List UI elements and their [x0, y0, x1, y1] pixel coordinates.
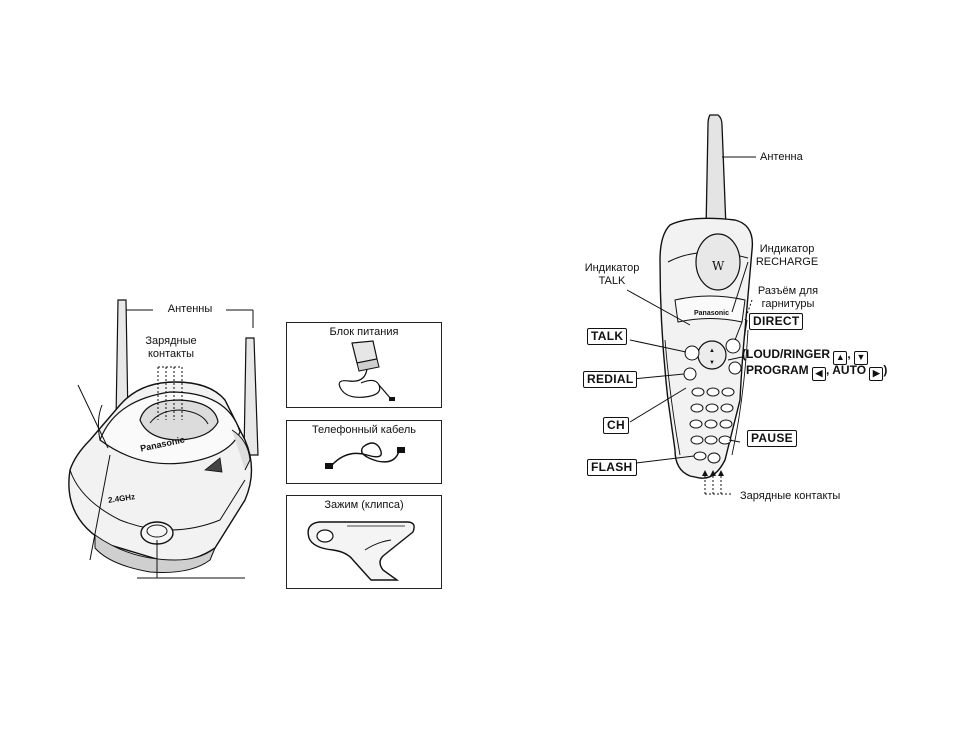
right-arrow-icon: ▶: [869, 367, 883, 381]
pause-key-label: PAUSE: [747, 430, 797, 447]
ch-key-label: CH: [603, 417, 629, 434]
program-text: PROGRAM: [746, 363, 809, 377]
program-auto-keys-label: PROGRAM ◀, AUTO ▶): [746, 364, 887, 381]
svg-text:▲: ▲: [709, 348, 715, 354]
svg-text:▼: ▼: [709, 360, 715, 366]
svg-text:W: W: [712, 259, 725, 273]
flash-key-label: FLASH: [587, 459, 637, 476]
recharge-indicator-label: Индикатор RECHARGE: [742, 243, 832, 269]
talk-indicator-label: Индикатор TALK: [576, 262, 648, 288]
loud-ringer-text: (LOUD/RINGER: [742, 347, 830, 361]
auto-text: AUTO: [832, 363, 866, 377]
handset-brand-logo: Panasonic: [694, 307, 729, 320]
redial-key-label: REDIAL: [583, 371, 637, 388]
direct-key-label: DIRECT: [749, 313, 803, 330]
handset-charge-contacts-label: Зарядные контакты: [740, 490, 840, 503]
left-arrow-icon: ◀: [812, 367, 826, 381]
handset-antenna: [706, 115, 726, 230]
handset-antenna-label: Антенна: [760, 151, 803, 164]
headset-jack-label: Разъём для гарнитуры: [748, 285, 828, 311]
talk-key-label: TALK: [587, 328, 627, 345]
